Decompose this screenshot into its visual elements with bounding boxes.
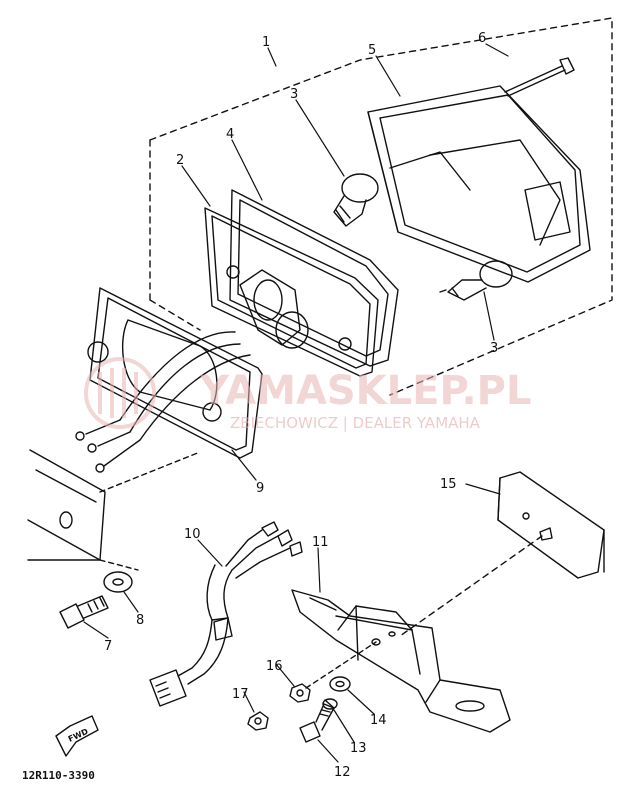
lens (204, 207, 379, 377)
washer (103, 571, 133, 593)
watermark-logo (84, 357, 156, 429)
callout-3b: 3 (490, 341, 498, 356)
bulb-wiring (75, 331, 251, 473)
callout-13: 13 (350, 741, 367, 756)
bulb-lower (439, 260, 513, 301)
washer-plain (329, 676, 351, 692)
callout-1: 1 (262, 35, 270, 50)
callout-10: 10 (184, 527, 201, 542)
callout-14: 14 (370, 713, 387, 728)
callout-17: 17 (232, 687, 249, 702)
watermark-brand: YAMASKLEP.PL (199, 368, 531, 414)
nut-small (247, 711, 269, 731)
callout-11: 11 (312, 535, 329, 550)
lamp-housing (367, 85, 591, 283)
callout-2: 2 (176, 153, 184, 168)
rear-fender (27, 449, 201, 571)
bulb-upper (333, 173, 379, 227)
callout-9: 9 (256, 481, 264, 496)
callout-7: 7 (104, 639, 112, 654)
diagram-part-code: 12R110-3390 (22, 769, 95, 782)
bracket-bolt (299, 703, 335, 743)
lens-gasket (229, 189, 399, 367)
watermark: YAMASKLEP.PL ZBIECHOWICZ | DEALER YAMAHA (84, 357, 531, 432)
callout-3a: 3 (290, 87, 298, 102)
assembly-boundary (149, 17, 613, 396)
forward-arrow-icon (55, 715, 99, 757)
nut (289, 641, 377, 703)
callout-16: 16 (266, 659, 283, 674)
watermark-subtitle: ZBIECHOWICZ | DEALER YAMAHA (230, 414, 481, 432)
housing-bolt (504, 57, 575, 97)
callout-8: 8 (136, 613, 144, 628)
license-bracket (291, 589, 511, 733)
callout-leaders (83, 43, 509, 763)
callout-4: 4 (226, 127, 234, 142)
callout-15: 15 (440, 477, 457, 492)
callout-12: 12 (334, 765, 351, 780)
license-plate-light (399, 471, 605, 637)
mounting-bolt (59, 595, 109, 629)
callout-6: 6 (478, 31, 486, 46)
callout-labels: 1 2 3 3 4 5 6 7 8 9 10 11 12 13 14 15 16… (104, 31, 498, 780)
wire-harness (149, 521, 303, 707)
callout-5: 5 (368, 43, 376, 58)
